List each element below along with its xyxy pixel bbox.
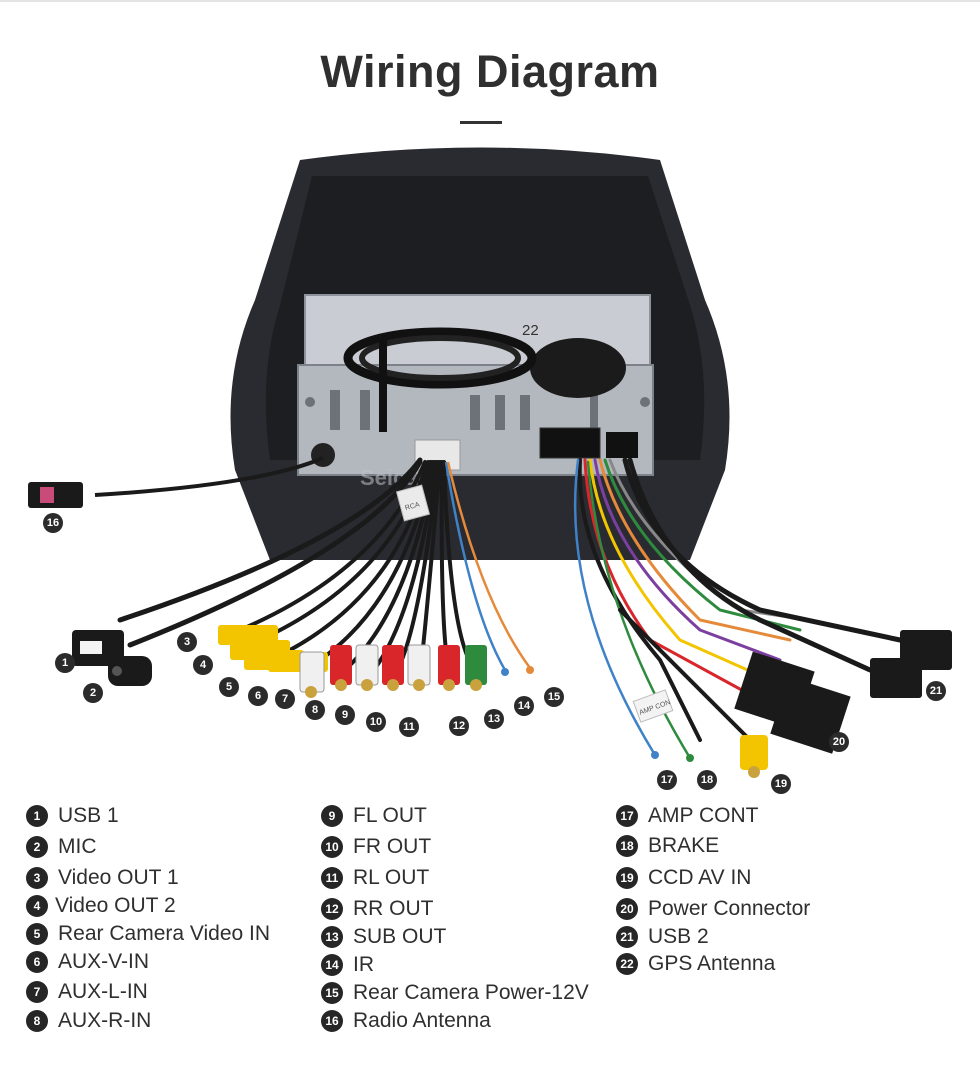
- legend-badge: 9: [321, 805, 343, 827]
- callout-4: 4: [193, 655, 213, 675]
- legend-badge: 11: [321, 867, 343, 889]
- amp-tag: [632, 689, 674, 723]
- legend-badge: 20: [616, 898, 638, 920]
- legend-label: AUX-R-IN: [58, 1009, 152, 1032]
- callout-3: 3: [177, 632, 197, 652]
- legend-label: GPS Antenna: [648, 952, 776, 975]
- callout-21: 21: [926, 681, 946, 701]
- callout-8: 8: [305, 700, 325, 720]
- callout-7: 7: [275, 689, 295, 709]
- callout-19: 19: [771, 774, 791, 794]
- callout-6: 6: [248, 686, 268, 706]
- legend-badge: 7: [26, 981, 48, 1003]
- legend-badge: 19: [616, 867, 638, 889]
- wiring-illustration: 22 Seicane: [0, 140, 980, 800]
- legend-badge: 22: [616, 953, 638, 975]
- callout-15: 15: [544, 687, 564, 707]
- usb2-plug-b: [870, 658, 922, 698]
- legend-label: Rear Camera Power-12V: [353, 981, 589, 1004]
- legend-badge: 6: [26, 951, 48, 973]
- legend-badge: 21: [616, 926, 638, 948]
- legend-badge: 10: [321, 836, 343, 858]
- top-divider: [0, 0, 980, 2]
- legend-label: CCD AV IN: [648, 866, 752, 889]
- legend-label: FL OUT: [353, 804, 427, 827]
- legend-label: SUB OUT: [353, 925, 447, 948]
- callout-14: 14: [514, 696, 534, 716]
- legend-badge: 4: [26, 895, 48, 917]
- callout-16: 16: [43, 513, 63, 533]
- legend-badge: 17: [616, 805, 638, 827]
- mic-plug: [108, 656, 152, 686]
- radio-antenna-plug: [28, 482, 83, 508]
- gps-label: 22: [522, 322, 539, 339]
- legend-label: USB 1: [58, 804, 119, 827]
- legend-badge: 12: [321, 898, 343, 920]
- legend-label: BRAKE: [648, 834, 720, 857]
- main-harness-port: [539, 427, 601, 459]
- callout-13: 13: [484, 709, 504, 729]
- callout-12: 12: [449, 716, 469, 736]
- legend-badge: 1: [26, 805, 48, 827]
- legend-label: MIC: [58, 835, 97, 858]
- legend-label: RR OUT: [353, 897, 434, 920]
- callout-17: 17: [657, 770, 677, 790]
- legend-badge: 16: [321, 1010, 343, 1032]
- callout-11: 11: [399, 717, 419, 737]
- legend-label: Power Connector: [648, 897, 811, 920]
- callout-5: 5: [219, 677, 239, 697]
- legend-label: AUX-V-IN: [58, 950, 150, 973]
- legend-badge: 5: [26, 923, 48, 945]
- legend-label: AMP CONT: [648, 804, 759, 827]
- legend-label: Radio Antenna: [353, 1009, 491, 1032]
- legend-label: Video OUT 2: [55, 894, 176, 917]
- legend-badge: 2: [26, 836, 48, 858]
- legend-label: FR OUT: [353, 835, 432, 858]
- legend-badge: 18: [616, 835, 638, 857]
- ccd-rca-plug: [740, 735, 768, 770]
- legend-badge: 13: [321, 926, 343, 948]
- legend-label: RL OUT: [353, 866, 430, 889]
- callout-20: 20: [829, 732, 849, 752]
- rca-plugs: [218, 625, 487, 698]
- callout-2: 2: [83, 683, 103, 703]
- title-underline: [460, 121, 502, 124]
- legend-label: USB 2: [648, 925, 709, 948]
- legend-label: AUX-L-IN: [58, 980, 148, 1003]
- legend-label: Video OUT 1: [58, 866, 179, 889]
- callout-1: 1: [55, 653, 75, 673]
- page-title: Wiring Diagram: [320, 46, 660, 97]
- legend-label: Rear Camera Video IN: [58, 922, 271, 945]
- callout-10: 10: [366, 712, 386, 732]
- callout-18: 18: [697, 770, 717, 790]
- legend-badge: 14: [321, 954, 343, 976]
- svg-text:RCA: RCA: [404, 501, 420, 512]
- legend-label: IR: [353, 953, 374, 976]
- rca-tag: [395, 484, 431, 522]
- legend-badge: 8: [26, 1010, 48, 1032]
- gps-antenna: [530, 338, 626, 398]
- legend-badge: 3: [26, 867, 48, 889]
- legend-badge: 15: [321, 982, 343, 1004]
- callout-9: 9: [335, 705, 355, 725]
